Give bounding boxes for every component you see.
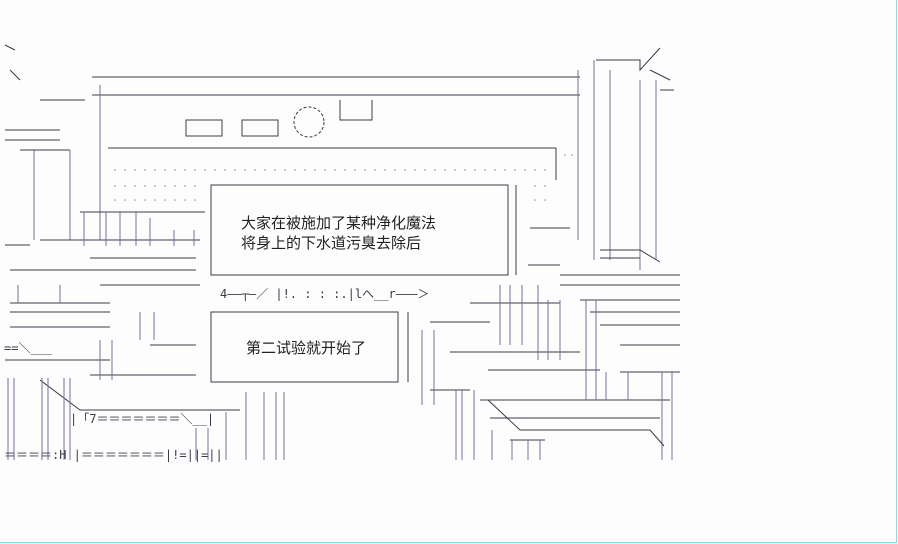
art-row-equals-1: ==＼___ [4, 341, 53, 355]
art-row-equals-2: |「7＝＝＝＝＝＝＝＼__| [70, 412, 215, 426]
round-window [293, 106, 325, 138]
caption-top-line-2: 将身上的下水道污臭去除后 [241, 234, 422, 252]
window-2 [241, 119, 279, 137]
dotted-texture [114, 154, 573, 201]
caption-bottom-line-1: 第二试验就开始了 [246, 339, 367, 357]
art-row-bottom: ＝＝＝＝:H |＝＝＝＝＝＝＝|!=||=|| [4, 448, 223, 462]
art-row-arrow: 4――┬―／ |!. : : :.|lへ__r―――＞ [220, 287, 430, 301]
caption-box-top [210, 184, 509, 276]
window-1 [185, 119, 223, 137]
caption-top: 大家在被施加了某种净化魔法 将身上的下水道污臭去除后 [241, 213, 436, 253]
caption-bottom: 第二试验就开始了 [246, 338, 366, 358]
caption-box-bottom [210, 311, 399, 383]
caption-top-line-1: 大家在被施加了某种净化魔法 [241, 214, 437, 232]
